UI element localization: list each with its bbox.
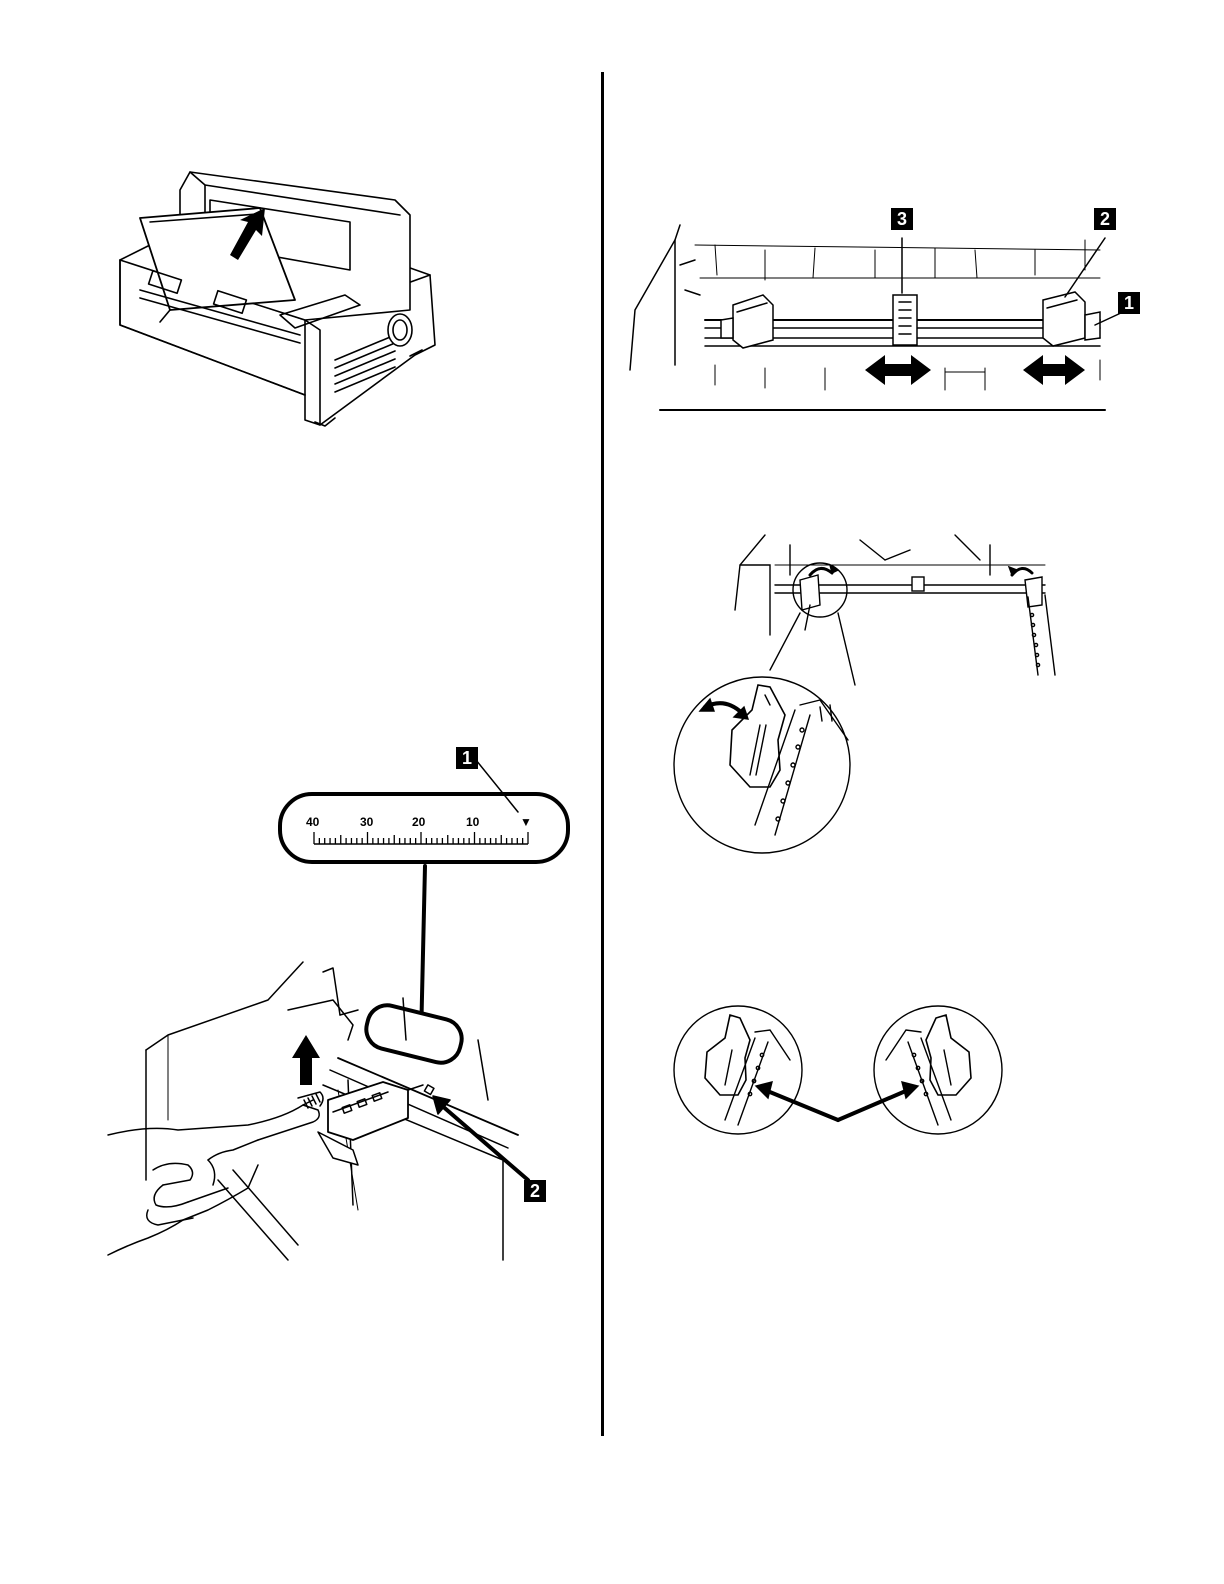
column-divider: [601, 72, 604, 1436]
printer-open-cover-illustration: [110, 160, 450, 430]
callout-2-tractor-cover: 2: [1094, 208, 1116, 230]
tractor-lock-positions-illustration: [670, 1000, 1010, 1140]
callout-1-tractor-lock: 1: [1118, 292, 1140, 314]
tractor-positioning-hand-illustration: [108, 740, 568, 1260]
tractor-paper-loading-illustration: [670, 525, 1070, 850]
callout-3-center-support: 3: [891, 208, 913, 230]
tractor-adjust-illustration: [625, 200, 1145, 420]
